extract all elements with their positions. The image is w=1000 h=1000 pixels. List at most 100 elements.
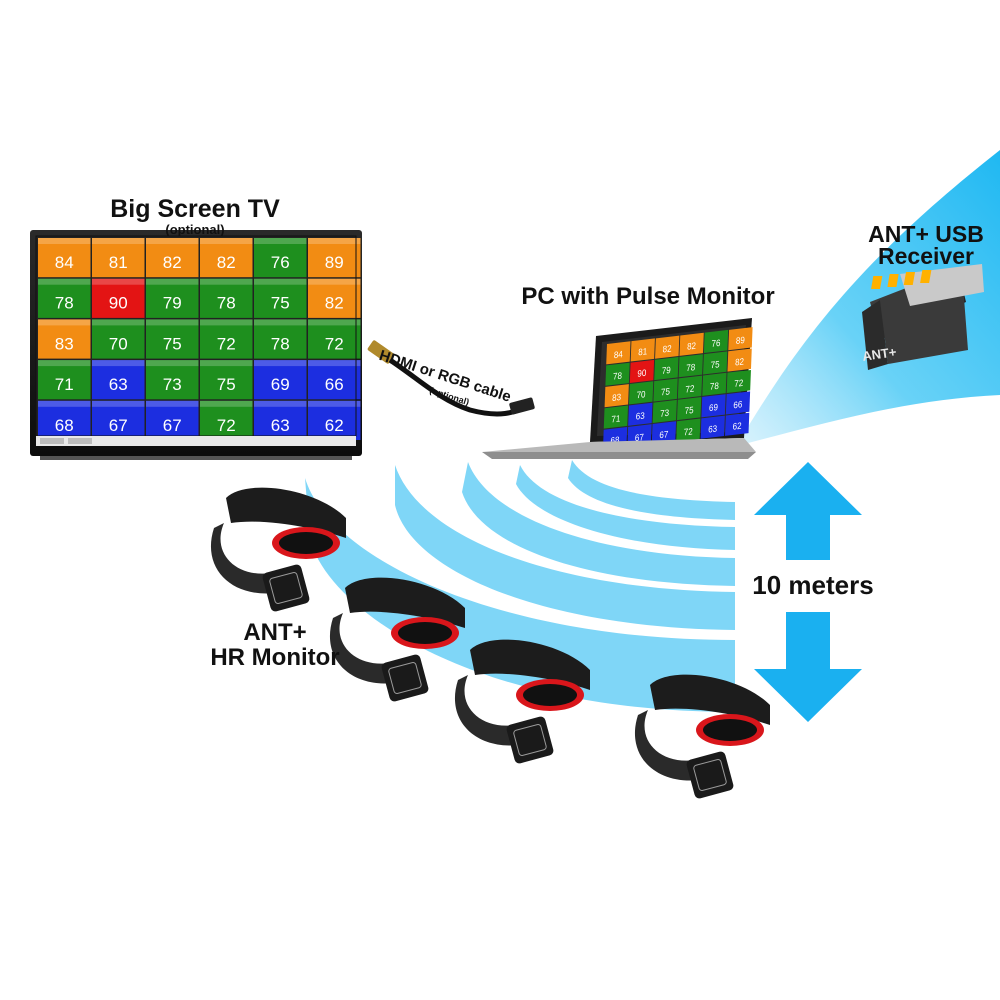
hr-strap <box>210 487 346 612</box>
tv-tile: 79 <box>146 278 199 318</box>
tv-tile: 69 <box>254 360 307 400</box>
tv-tile: 66 <box>308 360 361 400</box>
tv-tile-value: 62 <box>325 416 344 435</box>
tv-tile-value: 70 <box>109 334 128 353</box>
tv-tile: 75 <box>146 319 199 359</box>
tv-tile-value: 90 <box>109 294 128 313</box>
signal-arc <box>395 465 735 630</box>
laptop-tile: 66 <box>725 391 751 415</box>
laptop-tile: 78 <box>702 372 727 396</box>
tv-tile: 62 <box>308 400 361 440</box>
tv-tile: 78 <box>200 278 253 318</box>
tv-tile-value: 63 <box>109 375 128 394</box>
laptop-tile: 78 <box>605 362 630 386</box>
laptop-tile-value: 69 <box>709 402 718 414</box>
tv-tile-value: 67 <box>163 416 182 435</box>
hdmi-cable <box>367 340 535 417</box>
tv-tile: 72 <box>308 319 361 359</box>
laptop-tile-value: 78 <box>710 380 719 392</box>
laptop-tile: 84 <box>606 341 631 365</box>
tv-tile: 63 <box>254 400 307 440</box>
tv-tile: 75 <box>200 360 253 400</box>
hr-strap <box>329 577 465 702</box>
laptop-tile: 89 <box>728 327 753 351</box>
tv-tile: 76 <box>254 238 307 278</box>
laptop-tile-value: 83 <box>612 391 621 403</box>
tv-tile-value: 75 <box>217 375 236 394</box>
distance-arrow <box>754 462 862 722</box>
tv-tile: 82 <box>200 238 253 278</box>
tv-tile-value: 84 <box>55 253 74 272</box>
tv-tile-value: 66 <box>325 375 344 394</box>
laptop-tile-value: 67 <box>659 429 668 441</box>
laptop-tile: 90 <box>629 359 655 383</box>
signal-arc <box>516 465 735 550</box>
tv-tile-value: 75 <box>163 334 182 353</box>
laptop-tile-value: 62 <box>732 420 741 432</box>
laptop-tile: 72 <box>726 369 751 394</box>
heart-rate-monitors <box>210 487 770 799</box>
signal-arc <box>568 460 735 520</box>
tv-tile-value: 83 <box>55 334 74 353</box>
tv-tile: 67 <box>146 400 199 440</box>
receiver-beam <box>740 150 1000 445</box>
laptop-tile: 75 <box>653 378 678 402</box>
tv-tile-value: 72 <box>217 416 236 435</box>
tv-subtitle: (optional) <box>165 222 225 237</box>
laptop-tile-value: 67 <box>635 431 644 443</box>
laptop-tile-value: 72 <box>685 383 694 395</box>
tv-tile-value: 82 <box>163 253 182 272</box>
laptop-tile-value: 68 <box>610 434 619 446</box>
laptop-tile-value: 63 <box>636 410 645 422</box>
laptop-tile-value: 84 <box>614 349 623 361</box>
laptop-tile: 75 <box>703 351 728 375</box>
tv-tile: 84 <box>38 238 91 278</box>
hr-monitor-subtitle: HR Monitor <box>210 644 340 671</box>
laptop-tile: 62 <box>724 412 750 436</box>
tv-tile: 75 <box>254 278 307 318</box>
tv-tile-value: 89 <box>325 253 344 272</box>
laptop-tile-value: 90 <box>637 367 646 379</box>
tv-tile: 71 <box>38 360 91 400</box>
tv-tile-value: 63 <box>271 416 290 435</box>
tv-tile: 63 <box>92 360 145 400</box>
tv-tile: 68 <box>38 400 91 440</box>
laptop-tile-value: 78 <box>686 362 695 374</box>
laptop-tile-value: 63 <box>708 423 717 435</box>
pc-title: PC with Pulse Monitor <box>521 283 775 310</box>
laptop-tile: 63 <box>700 415 725 439</box>
tv-tile-value: 78 <box>217 294 236 313</box>
laptop-tile: 79 <box>654 357 679 381</box>
laptop-tile: 72 <box>677 375 703 399</box>
tv-tile-value: 82 <box>325 294 344 313</box>
laptop-tile-value: 66 <box>733 399 742 411</box>
hr-monitor-title: ANT+ <box>243 619 307 646</box>
tv-tile: 78 <box>254 319 307 359</box>
tv-tile-value: 72 <box>325 334 344 353</box>
laptop-tile: 70 <box>628 381 654 405</box>
signal-arc <box>305 478 735 712</box>
laptop-tile-value: 70 <box>636 389 645 401</box>
usb-receiver-subtitle: Receiver <box>878 243 974 269</box>
laptop-tile: 82 <box>679 332 704 356</box>
laptop-tile-value: 72 <box>734 377 743 389</box>
tv-tile-value: 82 <box>217 253 236 272</box>
tv-tile: 81 <box>92 238 145 278</box>
laptop-tile: 67 <box>651 421 677 445</box>
laptop-tile: 78 <box>678 354 703 378</box>
usb-receiver <box>862 264 984 370</box>
tv-tile-value: 67 <box>109 416 128 435</box>
laptop-tile: 72 <box>676 418 701 442</box>
tv-tile: 67 <box>92 400 145 440</box>
laptop-tile: 73 <box>652 399 677 423</box>
tv-tile-value: 78 <box>271 334 290 353</box>
laptop-tile-value: 76 <box>711 337 720 349</box>
tv-tile: 72 <box>200 400 253 440</box>
tv-tile-value: 68 <box>55 416 74 435</box>
laptop-tile: 82 <box>727 348 752 372</box>
laptop-tile: 63 <box>628 402 653 426</box>
tv-tile-value: 78 <box>55 294 74 313</box>
tv-tile: 70 <box>92 319 145 359</box>
